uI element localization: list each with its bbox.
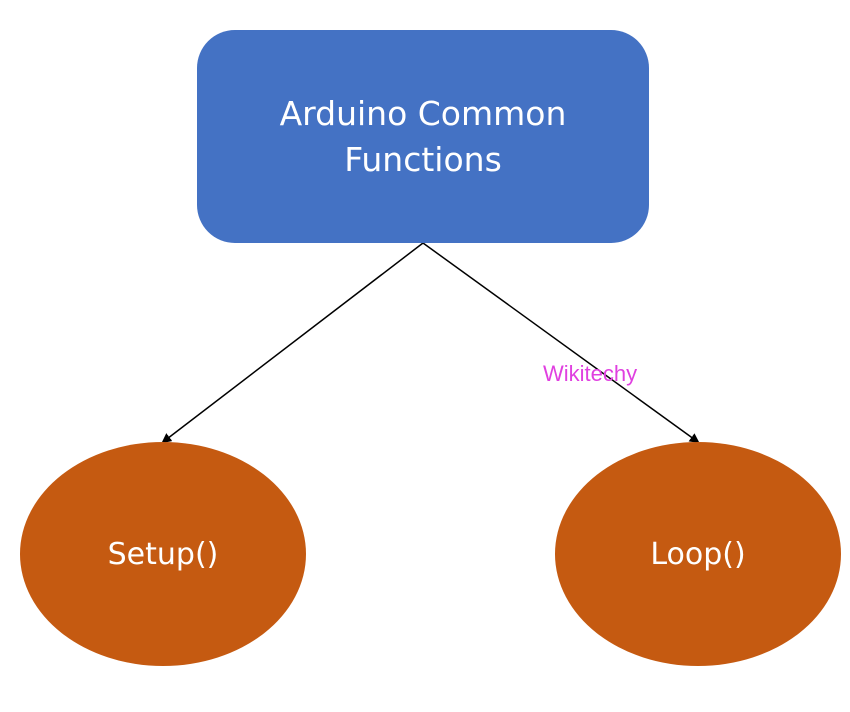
root-node-label: Arduino Common Functions [279,93,567,179]
setup-node: Setup() [20,442,306,666]
watermark-text: Wikitechy [543,361,638,386]
edge-root-to-setup [161,242,424,444]
loop-node-label: Loop() [650,536,746,572]
edge-root-to-loop [422,242,700,444]
setup-node-label: Setup() [107,536,219,572]
root-node: Arduino Common Functions [197,30,649,243]
loop-node: Loop() [555,442,841,666]
